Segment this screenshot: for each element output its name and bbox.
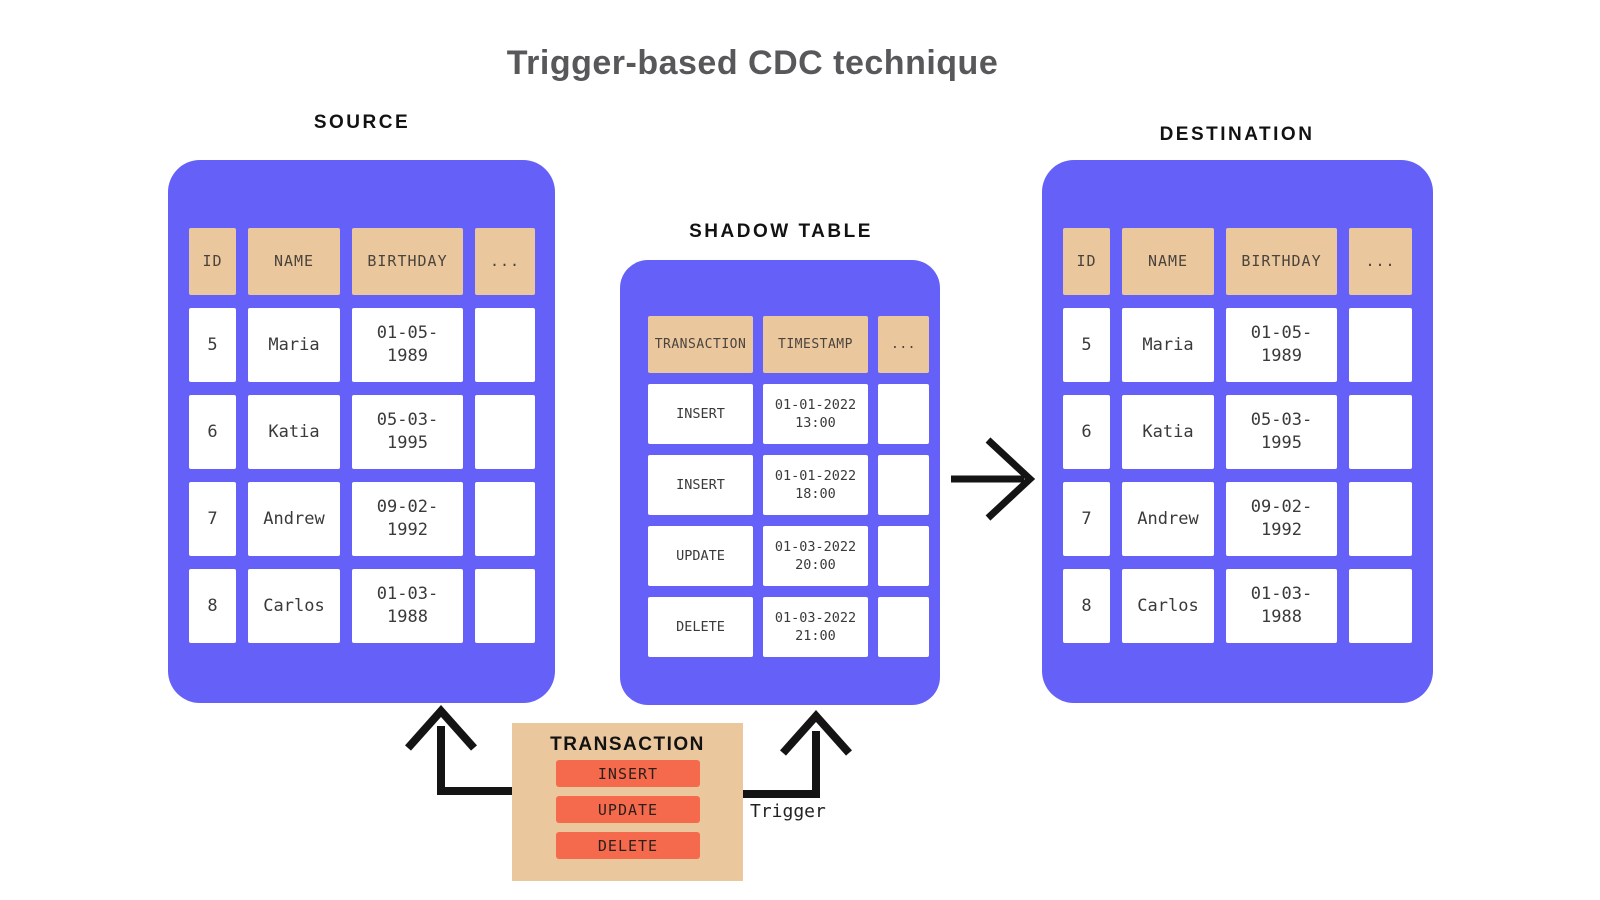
table-cell-empty xyxy=(475,482,535,556)
table-cell-id: 7 xyxy=(1063,482,1110,556)
table-cell-id: 7 xyxy=(189,482,236,556)
table-cell-transaction: DELETE xyxy=(648,597,753,657)
source-table-card: ID NAME BIRTHDAY ... 5 Maria 01-05- 1989… xyxy=(168,160,555,703)
arrow-shadow-to-destination xyxy=(951,437,1036,521)
shadow-header-transaction: TRANSACTION xyxy=(648,316,753,373)
table-cell-name: Carlos xyxy=(1122,569,1214,643)
source-header-name: NAME xyxy=(248,228,340,295)
update-button: UPDATE xyxy=(556,796,700,823)
table-cell-id: 5 xyxy=(189,308,236,382)
arrow-transaction-to-shadow xyxy=(743,709,852,798)
table-cell-birthday: 01-03- 1988 xyxy=(352,569,463,643)
table-cell-id: 6 xyxy=(189,395,236,469)
table-cell-id: 5 xyxy=(1063,308,1110,382)
source-label: SOURCE xyxy=(313,112,411,133)
table-cell-timestamp: 01-01-2022 18:00 xyxy=(763,455,868,515)
destination-table-card: ID NAME BIRTHDAY ... 5 Maria 01-05- 1989… xyxy=(1042,160,1433,703)
table-cell-id: 8 xyxy=(189,569,236,643)
table-cell-birthday: 01-05- 1989 xyxy=(1226,308,1337,382)
destination-table: ID NAME BIRTHDAY ... 5 Maria 01-05- 1989… xyxy=(1063,228,1412,643)
shadow-header-timestamp: TIMESTAMP xyxy=(763,316,868,373)
table-cell-empty xyxy=(475,569,535,643)
shadow-table: TRANSACTION TIMESTAMP ... INSERT 01-01-2… xyxy=(648,316,929,657)
table-cell-birthday: 01-03- 1988 xyxy=(1226,569,1337,643)
table-cell-name: Katia xyxy=(1122,395,1214,469)
shadow-header-more: ... xyxy=(878,316,929,373)
source-header-id: ID xyxy=(189,228,236,295)
table-cell-empty xyxy=(1349,569,1412,643)
table-cell-birthday: 05-03- 1995 xyxy=(1226,395,1337,469)
arrow-transaction-to-source xyxy=(405,704,512,795)
table-cell-name: Katia xyxy=(248,395,340,469)
table-cell-empty xyxy=(1349,308,1412,382)
table-cell-birthday: 01-05- 1989 xyxy=(352,308,463,382)
trigger-label: Trigger xyxy=(750,801,826,822)
transaction-box-title: TRANSACTION xyxy=(550,734,705,755)
shadow-table-card: TRANSACTION TIMESTAMP ... INSERT 01-01-2… xyxy=(620,260,940,705)
table-cell-empty xyxy=(878,384,929,444)
destination-header-id: ID xyxy=(1063,228,1110,295)
table-cell-transaction: INSERT xyxy=(648,384,753,444)
destination-header-name: NAME xyxy=(1122,228,1214,295)
destination-header-more: ... xyxy=(1349,228,1412,295)
table-cell-name: Maria xyxy=(1122,308,1214,382)
table-cell-timestamp: 01-03-2022 20:00 xyxy=(763,526,868,586)
source-header-more: ... xyxy=(475,228,535,295)
table-cell-empty xyxy=(878,455,929,515)
table-cell-name: Maria xyxy=(248,308,340,382)
table-cell-birthday: 09-02- 1992 xyxy=(1226,482,1337,556)
table-cell-birthday: 05-03- 1995 xyxy=(352,395,463,469)
table-cell-empty xyxy=(475,308,535,382)
delete-button: DELETE xyxy=(556,832,700,859)
destination-label: DESTINATION xyxy=(1159,124,1315,145)
destination-header-birthday: BIRTHDAY xyxy=(1226,228,1337,295)
table-cell-name: Andrew xyxy=(1122,482,1214,556)
table-cell-empty xyxy=(878,597,929,657)
table-cell-empty xyxy=(878,526,929,586)
table-cell-birthday: 09-02- 1992 xyxy=(352,482,463,556)
table-cell-transaction: UPDATE xyxy=(648,526,753,586)
table-cell-name: Carlos xyxy=(248,569,340,643)
transaction-box: TRANSACTION INSERT UPDATE DELETE xyxy=(512,723,743,881)
source-header-birthday: BIRTHDAY xyxy=(352,228,463,295)
table-cell-transaction: INSERT xyxy=(648,455,753,515)
table-cell-empty xyxy=(1349,395,1412,469)
table-cell-id: 8 xyxy=(1063,569,1110,643)
table-cell-id: 6 xyxy=(1063,395,1110,469)
table-cell-name: Andrew xyxy=(248,482,340,556)
insert-button: INSERT xyxy=(556,760,700,787)
table-cell-timestamp: 01-03-2022 21:00 xyxy=(763,597,868,657)
diagram-title: Trigger-based CDC technique xyxy=(506,44,999,82)
table-cell-empty xyxy=(1349,482,1412,556)
table-cell-timestamp: 01-01-2022 13:00 xyxy=(763,384,868,444)
table-cell-empty xyxy=(475,395,535,469)
source-table: ID NAME BIRTHDAY ... 5 Maria 01-05- 1989… xyxy=(189,228,535,643)
shadow-table-label: SHADOW TABLE xyxy=(689,221,873,242)
